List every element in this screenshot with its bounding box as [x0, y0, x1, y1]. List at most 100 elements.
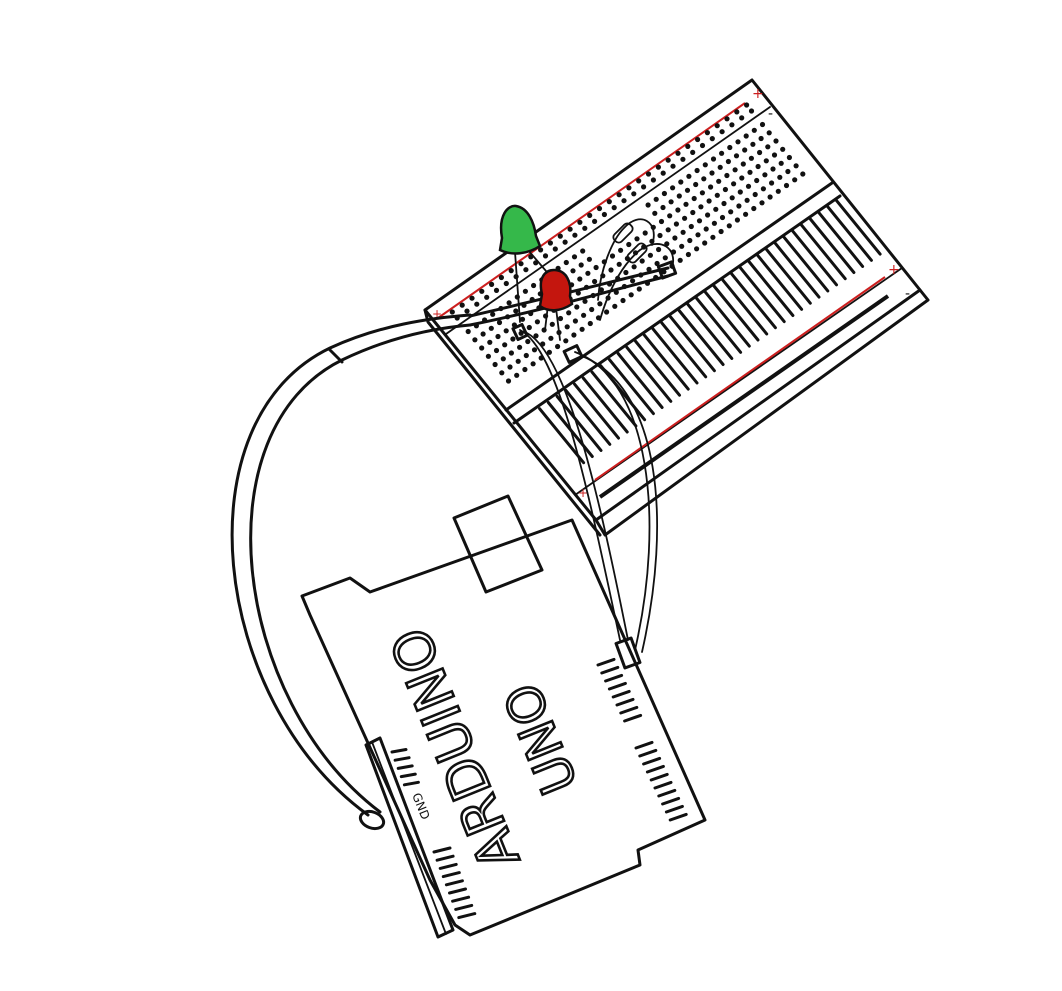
header-pin	[450, 889, 466, 893]
breadboard-hole	[577, 220, 582, 225]
header-pin	[459, 914, 475, 918]
breadboard-hole	[563, 240, 568, 245]
breadboard-hole	[531, 283, 536, 288]
breadboard-hole	[474, 302, 479, 307]
breadboard-hole	[580, 327, 585, 332]
header-pin	[625, 715, 641, 721]
breadboard-hole	[759, 200, 764, 205]
breadboard-hole	[657, 233, 662, 238]
breadboard-hole	[687, 238, 692, 243]
breadboard-hole	[754, 178, 759, 183]
breadboard-hole	[659, 219, 664, 224]
breadboard-hole	[464, 309, 469, 314]
breadboard-hole	[742, 147, 747, 152]
breadboard-hole	[756, 164, 761, 169]
breadboard-hole	[572, 233, 577, 238]
header-pin	[621, 707, 637, 713]
breadboard-hole	[749, 108, 754, 113]
breadboard-hole	[518, 261, 523, 266]
breadboard-hole	[626, 185, 631, 190]
breadboard-hole	[506, 378, 511, 383]
breadboard-hole	[568, 227, 573, 232]
breadboard-hole	[768, 194, 773, 199]
breadboard-hole	[749, 156, 754, 161]
breadboard-hole	[752, 128, 757, 133]
breadboard-hole	[746, 184, 751, 189]
breadboard-hole	[651, 177, 656, 182]
breadboard-hole	[751, 206, 756, 211]
breadboard-hole	[666, 227, 671, 232]
header-pin	[440, 864, 456, 868]
breadboard-hole	[618, 248, 623, 253]
breadboard-hole	[769, 180, 774, 185]
header-pin	[651, 774, 667, 780]
breadboard-hole	[727, 145, 732, 150]
breadboard-hole	[594, 265, 599, 270]
breadboard-hole	[623, 270, 628, 275]
breadboard-hole	[779, 161, 784, 166]
breadboard-hole	[604, 309, 609, 314]
breadboard-hole	[690, 210, 695, 215]
breadboard-hole	[522, 367, 527, 372]
header-pin	[670, 814, 686, 820]
breadboard-hole	[504, 328, 509, 333]
breadboard-hole	[764, 158, 769, 163]
breadboard-hole	[728, 209, 733, 214]
resistor-body-1	[612, 222, 635, 245]
breadboard-hole	[678, 179, 683, 184]
breadboard-hole	[570, 268, 575, 273]
breadboard-hole	[675, 207, 680, 212]
header-pin	[443, 873, 459, 877]
breadboard-hole	[739, 115, 744, 120]
breadboard-hole	[695, 168, 700, 173]
breadboard-hole	[636, 178, 641, 183]
breadboard-hole	[708, 184, 713, 189]
header-pin	[404, 782, 418, 785]
breadboard-hole	[672, 235, 677, 240]
breadboard-hole	[558, 234, 563, 239]
breadboard-hole	[637, 286, 642, 291]
breadboard-hole	[734, 109, 739, 114]
breadboard-hole	[466, 329, 471, 334]
breadboard-hole	[705, 212, 710, 217]
breadboard-hole	[509, 268, 514, 273]
breadboard-hole	[486, 354, 491, 359]
breadboard-hole	[479, 345, 484, 350]
breadboard-hole	[612, 205, 617, 210]
breadboard-hole	[667, 213, 672, 218]
breadboard-hole	[634, 236, 639, 241]
breadboard-hole	[744, 102, 749, 107]
breadboard-hole	[548, 240, 553, 245]
breadboard-hole	[507, 300, 512, 305]
breadboard-hole	[701, 176, 706, 181]
breadboard-hole	[648, 253, 653, 258]
breadboard-hole	[640, 258, 645, 263]
breadboard-rail-dark-bottom	[600, 296, 888, 497]
breadboard-hole	[716, 179, 721, 184]
breadboard-hole	[495, 334, 500, 339]
breadboard-hole	[792, 177, 797, 182]
breadboard-hole	[693, 182, 698, 187]
header-pin	[456, 905, 472, 909]
breadboard-hole	[719, 151, 724, 156]
header-pin	[602, 667, 618, 673]
breadboard-hole	[720, 215, 725, 220]
breadboard-hole	[711, 156, 716, 161]
arduino-outline	[302, 520, 705, 935]
breadboard-hole	[563, 338, 568, 343]
breadboard-hole	[581, 313, 586, 318]
breadboard-hole	[734, 153, 739, 158]
breadboard-hole	[580, 248, 585, 253]
breadboard-hole	[656, 165, 661, 170]
breadboard-hole	[702, 240, 707, 245]
breadboard-hole	[700, 190, 705, 195]
breadboard-hole	[794, 163, 799, 168]
breadboard-hole	[731, 181, 736, 186]
breadboard-hole	[553, 246, 558, 251]
breadboard-hole	[617, 192, 622, 197]
breadboard-hole	[750, 142, 755, 147]
breadboard-hole	[727, 223, 732, 228]
breadboard-hole	[652, 211, 657, 216]
breadboard-hole	[587, 257, 592, 262]
